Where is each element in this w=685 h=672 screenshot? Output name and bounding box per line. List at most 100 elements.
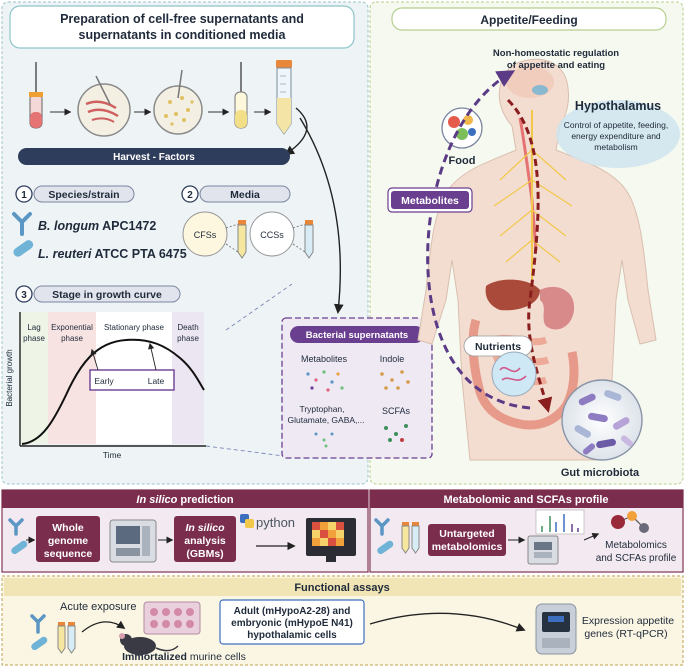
growth-curve-chart: Lag phase Exponential phase Stationary p…	[5, 312, 206, 460]
cells-2: embryonic (mHypoE N41)	[231, 618, 353, 629]
metabolites-badge-label: Metabolites	[401, 195, 459, 207]
petri-dish-colonies-icon	[153, 69, 203, 135]
food-transit-arrow	[506, 98, 553, 413]
functional-main-arrow	[369, 612, 526, 632]
mouse-icon	[119, 633, 179, 655]
gut-microbiota-label: Gut microbiota	[561, 467, 640, 479]
death-phase-band	[172, 312, 204, 444]
hypothalamus-line3: metabolism	[594, 142, 637, 152]
immortalized-label: Immortalized murine cells	[122, 651, 246, 663]
hypothalamus-line2: energy expenditure and	[571, 131, 661, 141]
sample-late: Late	[148, 376, 165, 386]
bacteria-icons	[574, 390, 634, 455]
right-title-box	[391, 7, 667, 31]
supernatant-scfas: SCFAs	[382, 406, 411, 416]
metabolomic-strain-icon-2	[377, 540, 394, 555]
amino-dots	[314, 432, 334, 448]
step2-number-badge	[181, 185, 199, 203]
supernatant-indole: Indole	[380, 354, 405, 364]
falcon-tube-icon	[276, 60, 292, 135]
functional-title: Functional assays	[294, 582, 389, 594]
sampling-box	[89, 369, 175, 391]
supernatants-title-pill	[290, 326, 424, 343]
phase-lag-1: Lag	[27, 323, 40, 332]
left-title-box	[9, 5, 355, 49]
hypothalamus-line1: Control of appetite, feeding,	[564, 120, 668, 130]
monitor-heatmap-icon	[306, 518, 356, 562]
metabolomic-header	[370, 490, 683, 508]
step3-label: Stage in growth curve	[52, 289, 162, 301]
untargeted-box	[428, 524, 506, 556]
harvest-bar	[18, 148, 290, 165]
nonhomeostatic-line1: Non-homeostatic regulation	[493, 48, 619, 59]
step1-pill	[33, 185, 135, 203]
phase-death-1: Death	[177, 323, 198, 332]
hypothalamus-cloud	[556, 100, 680, 168]
step1-label: Species/strain	[48, 189, 119, 201]
nutrients-zoom	[491, 351, 537, 397]
insilico-analysis-box	[174, 516, 236, 562]
cfs-tube-icon	[237, 220, 247, 259]
acute-exposure: Acute exposure	[60, 601, 136, 613]
strain-l-reuteri: L. reuteri ATCC PTA 6475	[38, 247, 187, 261]
ccs-circle	[249, 211, 295, 257]
step3-number-badge	[15, 285, 33, 303]
b-longum-icon	[12, 212, 32, 236]
supernatant-arrow	[299, 117, 344, 314]
python-label: python	[256, 515, 295, 530]
supernatants-box	[281, 317, 433, 459]
culture-tube-icon	[234, 62, 248, 129]
result-1: Metabolomics	[605, 540, 667, 551]
exponential-phase-band	[48, 312, 96, 444]
cfs-circle	[182, 211, 228, 257]
functional-strain-icon-2	[31, 636, 48, 651]
strain-b-longum: B. longum APC1472	[38, 219, 156, 233]
hypothalamus-title: Hypothalamus	[575, 99, 661, 113]
cells-1: Adult (mHypoA2-28) and	[234, 606, 351, 617]
mass-spectrometer-icon	[527, 535, 559, 565]
supernatants-title: Bacterial supernatants	[306, 330, 408, 341]
harvest-label: Harvest - Factors	[113, 152, 195, 163]
nutrients-pill	[463, 335, 533, 357]
ccs-tube-icon	[304, 220, 314, 259]
metabolite-signal-arrow	[426, 70, 531, 410]
phase-exp-2: phase	[61, 334, 83, 343]
phase-lag-2: phase	[23, 334, 45, 343]
supernatant-amino-2: Glutamate, GABA,...	[287, 415, 364, 425]
functional-tubes-icon	[57, 622, 76, 654]
step3-pill	[33, 285, 181, 303]
connector-line-bottom	[205, 445, 285, 457]
expression-1: Expression appetite	[582, 615, 674, 627]
nutrients-label: Nutrients	[475, 341, 521, 353]
hypothalamic-cells-box	[219, 599, 365, 645]
sample-early: Early	[94, 376, 114, 386]
metabolomic-strain-icon	[374, 518, 390, 536]
analysis-2: analysis	[184, 535, 226, 547]
step2-label: Media	[230, 189, 260, 201]
cells-3: hypothalamic cells	[247, 630, 337, 641]
left-title-line1: Preparation of cell-free supernatants an…	[60, 12, 304, 26]
insilico-header	[2, 490, 368, 508]
nonhomeostatic-line2: of appetite and eating	[507, 60, 605, 71]
xlabel: Time	[103, 450, 122, 460]
scfa-dots	[384, 424, 408, 442]
whole-genome-box	[36, 516, 100, 562]
functional-header	[4, 578, 681, 596]
analysis-3: (GBMs)	[186, 548, 223, 560]
petri-dish-icon	[77, 75, 131, 137]
step1-number: 1	[21, 190, 27, 201]
whole-genome-2: genome	[48, 535, 88, 547]
metabolites-badge-fill	[391, 191, 469, 209]
whole-genome-3: sequence	[44, 548, 93, 560]
insilico-strain-icon-2	[11, 540, 28, 555]
step2-pill	[199, 185, 291, 203]
analysis-1: In silico	[185, 522, 225, 534]
ccs-label: CCSs	[260, 230, 284, 240]
result-2: and SCFAs profile	[596, 553, 677, 564]
nutrients-molecules	[499, 366, 527, 381]
supernatant-metabolites: Metabolites	[301, 354, 348, 364]
step2-number: 2	[187, 190, 193, 201]
indole-dots	[380, 370, 410, 390]
early-pointer	[90, 348, 99, 371]
